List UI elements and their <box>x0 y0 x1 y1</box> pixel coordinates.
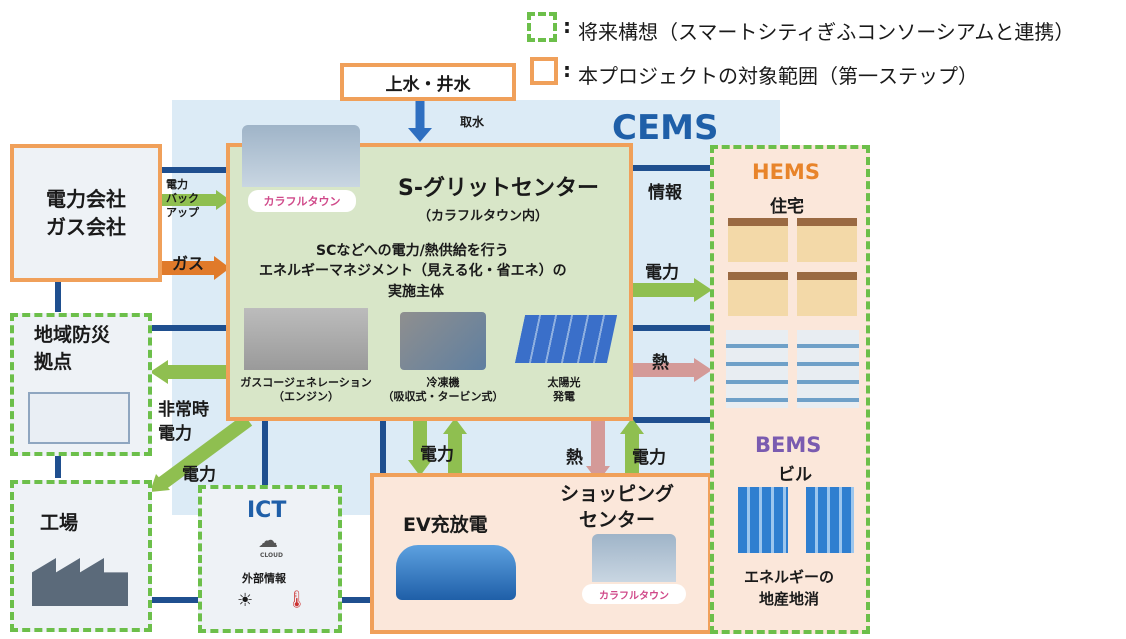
shopping-logo-text: カラフルタウン <box>599 590 669 602</box>
bems-subtitle: ビル <box>778 465 812 485</box>
factory-power-label: 電力 <box>182 465 216 485</box>
ev-power-label: 電力 <box>420 445 454 465</box>
cloud-label: CLOUD <box>260 552 283 559</box>
hems-subtitle: 住宅 <box>770 197 804 217</box>
office-building-icon-2 <box>806 487 854 553</box>
s-grid-title: S-グリットセンター <box>398 176 599 201</box>
thermometer-icon: 🌡 <box>286 590 308 610</box>
school-building-icon <box>28 392 130 444</box>
cogeneration-label: ガスコージェネレーション （エンジン） <box>240 376 372 403</box>
apartment-icon-2 <box>797 330 859 408</box>
external-info-label: 外部情報 <box>242 572 286 585</box>
shop-power-label: 電力 <box>632 448 666 468</box>
shopping-title: ショッピング センター <box>560 483 675 531</box>
legend-future-swatch <box>527 12 557 42</box>
house-icon-4 <box>797 272 857 316</box>
heat-right-label: 熱 <box>652 353 669 373</box>
solar-label: 太陽光 発電 <box>547 376 581 403</box>
utility-box: 電力会社 ガス会社 <box>10 144 162 282</box>
gas-label: ガス <box>172 254 205 273</box>
shop-heat-label: 熱 <box>566 448 583 468</box>
office-building-icon-1 <box>738 487 788 553</box>
utility-line1: 電力会社 <box>46 187 126 211</box>
shopping-building-image <box>592 534 676 582</box>
ev-title: EV充放電 <box>403 514 488 536</box>
chiller-image <box>400 312 486 370</box>
legend-scope-swatch <box>530 57 558 85</box>
s-grid-center-box <box>226 143 633 421</box>
backup-power-label: 電力 バック アップ <box>166 178 199 219</box>
utility-line2: ガス会社 <box>46 215 126 239</box>
s-grid-desc1: SCなどへの電力/熱供給を行う <box>316 243 509 259</box>
intake-label: 取水 <box>460 115 485 129</box>
colorful-town-building-image <box>242 125 360 187</box>
colorful-town-logo-text: カラフルタウン <box>263 195 341 208</box>
legend-scope-text: 本プロジェクトの対象範囲（第一ステップ） <box>578 64 978 88</box>
bems-title: BEMS <box>755 433 822 457</box>
info-label: 情報 <box>648 183 682 203</box>
s-grid-desc2: エネルギーマネジメント（見える化・省エネ）の <box>259 263 567 279</box>
solar-panel-image <box>514 315 618 363</box>
legend-scope-colon: : <box>563 58 571 82</box>
hems-title: HEMS <box>752 160 820 184</box>
chiller-label: 冷凍機 （吸収式・タービン式） <box>382 376 504 403</box>
cems-label: CEMS <box>612 108 719 148</box>
ict-box <box>198 485 342 633</box>
s-grid-subtitle: （カラフルタウン内） <box>418 209 549 224</box>
s-grid-desc3: 実施主体 <box>388 284 444 300</box>
water-title: 上水・井水 <box>385 74 471 95</box>
bems-footer: エネルギーの 地産地消 <box>744 568 835 608</box>
power-right-label: 電力 <box>645 263 679 283</box>
emergency-power-label: 非常時 電力 <box>158 400 209 444</box>
colorful-town-logo: カラフルタウン <box>248 190 356 212</box>
ict-title: ICT <box>247 498 287 523</box>
shopping-logo: カラフルタウン <box>582 584 686 604</box>
disaster-title: 地域防災 拠点 <box>34 324 111 373</box>
water-supply-box: 上水・井水 <box>340 63 516 101</box>
house-icon-1 <box>728 218 788 262</box>
legend-future-text: 将来構想（スマートシティぎふコンソーシアムと連携） <box>578 20 1075 44</box>
ev-charger-car-image <box>396 545 516 600</box>
house-icon-3 <box>728 272 788 316</box>
factory-box <box>10 480 152 632</box>
cloud-icon: ☁ <box>258 528 278 552</box>
cogeneration-image <box>244 308 368 370</box>
house-icon-2 <box>797 218 857 262</box>
sun-icon: ☀ <box>237 590 254 611</box>
factory-title: 工場 <box>40 512 79 534</box>
apartment-icon-1 <box>726 330 788 408</box>
legend-future-colon: : <box>563 14 571 38</box>
